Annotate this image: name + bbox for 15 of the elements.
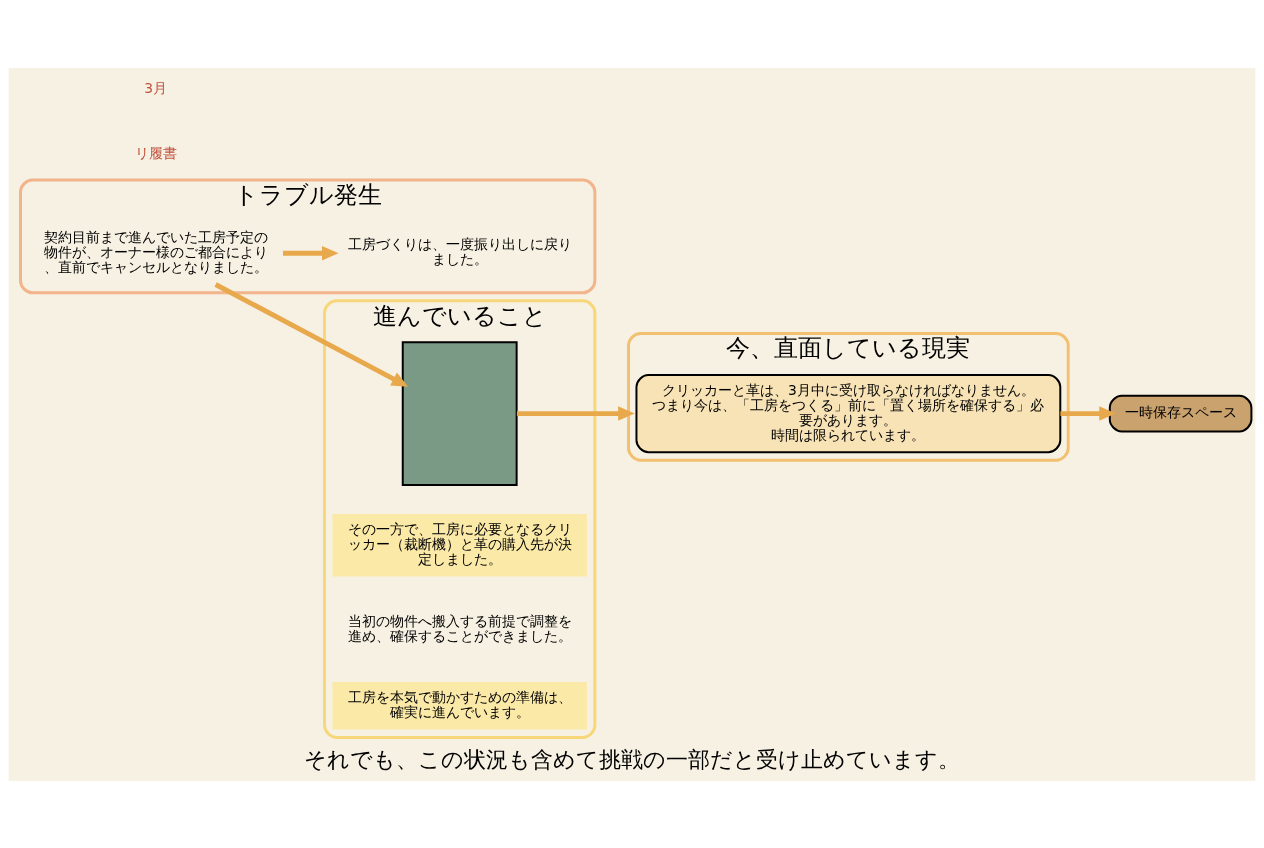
node-box: 工房を本気で動かすための準備は、確実に進んでいます。 [332,681,587,729]
caption: それでも、この状況も含めて挑戦の一部だと受け止めています。 [304,746,960,772]
node-text: 契約目前まで進んでいた工房予定の物件が、オーナー様のご都合により、直前でキャンセルとなりました。 [43,228,268,275]
node-text: 当初の物件へ搬入する前提で調整を進め、確保することができました。 [347,612,572,644]
node-box: 一時保存スペース [1108,394,1253,432]
arrow [1060,405,1116,421]
arrow [214,281,409,387]
label: リ履書 [134,144,177,161]
node-text: 工房づくりは、一度振り出しに戻りました。 [347,235,572,267]
arrow [283,245,339,260]
arrow [516,405,635,421]
node-box [401,340,518,486]
label: 3月 [144,79,168,96]
node-box: その一方で、工房に必要となるクリッカー（裁断機）と革の購入先が決定しました。 [332,513,587,576]
node-box: クリッカーと革は、3月中に受け取らなければなりません。 つまり今は、「工房をつくる」前に「置く場所を確保する」必要があります。 時間は限られています。 [635,373,1062,453]
